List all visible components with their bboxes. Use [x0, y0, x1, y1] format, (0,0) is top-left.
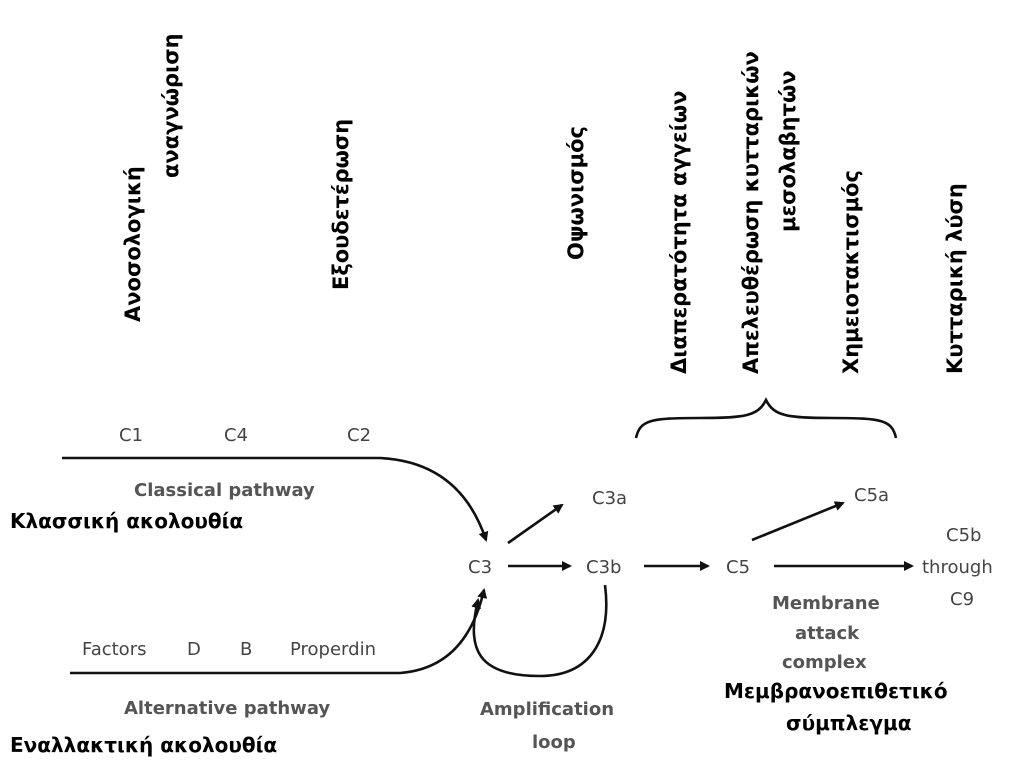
component-c3: C3: [468, 557, 492, 578]
component-c9: C9: [950, 589, 974, 610]
complement-cascade: C3 C3a C3b Amplification loop C5 C5a C5b…: [468, 485, 993, 753]
factor-d: D: [187, 639, 201, 660]
arrow-c5-to-c5a: [751, 501, 845, 542]
mac-label-line1: Membrane: [772, 593, 880, 614]
effect-cell-lysis: Κυτταρική λύση: [943, 183, 967, 374]
mac-label-line3: complex: [782, 652, 867, 673]
factors-label: Factors: [82, 639, 146, 660]
alternative-pathway-label: Alternative pathway: [124, 698, 330, 719]
classical-pathway-line: [62, 456, 489, 542]
amplification-loop-label-line2: loop: [532, 732, 576, 753]
component-c5b: C5b: [946, 525, 981, 546]
mac-label-line2: attack: [795, 623, 860, 644]
component-c1: C1: [119, 425, 143, 446]
component-c3a: C3a: [592, 488, 627, 509]
membrane-attack-complex: Membrane attack complex Μεμβρανοεπιθετικ…: [724, 593, 948, 735]
component-c2: C2: [347, 425, 371, 446]
effect-mediator-release-line2: μεσολαβητών: [776, 70, 800, 232]
amplification-loop-label-line1: Amplification: [480, 699, 614, 720]
classical-pathway: C1 C4 C2 Classical pathway Κλασσική ακολ…: [10, 425, 489, 542]
component-c5a: C5a: [854, 485, 889, 506]
component-c5: C5: [726, 557, 750, 578]
terminal-through: through: [922, 557, 993, 578]
factor-properdin: Properdin: [290, 639, 376, 660]
effect-mediator-release-line1: Απελευθέρωση κυτταρικών: [739, 51, 763, 374]
effect-immune-recognition-line1: Ανοσολογική: [121, 166, 145, 322]
mac-greek-label-line1: Μεμβρανοεπιθετικό: [724, 679, 948, 703]
arrow-c3-to-c3a: [507, 503, 564, 545]
classical-pathway-label: Classical pathway: [134, 480, 315, 501]
factor-b: B: [240, 639, 252, 660]
classical-pathway-greek-label: Κλασσική ακολουθία: [10, 509, 243, 533]
effect-neutralization: Εξουδετέρωση: [329, 119, 353, 290]
effector-brace: [634, 397, 898, 439]
effect-immune-recognition-line2: αναγνώριση: [159, 33, 183, 178]
effect-opsonization: Οψωνισμός: [564, 126, 588, 260]
mac-greek-label-line2: σύμπλεγμα: [786, 711, 912, 735]
alternative-pathway-greek-label: Εναλλακτική ακολουθία: [10, 733, 277, 757]
effect-chemotaxis: Χημειοτακτισμός: [839, 170, 863, 374]
alternative-pathway: Factors D B Properdin Alternative pathwa…: [10, 588, 488, 757]
effect-labels: Ανοσολογική αναγνώριση Εξουδετέρωση Οψων…: [121, 33, 967, 374]
component-c3b: C3b: [586, 557, 621, 578]
amplification-loop-line: [471, 584, 608, 678]
effect-vascular-permeability: Διαπερατότητα αγγείων: [667, 91, 691, 374]
alternative-pathway-line: [70, 588, 488, 675]
component-c4: C4: [224, 425, 248, 446]
